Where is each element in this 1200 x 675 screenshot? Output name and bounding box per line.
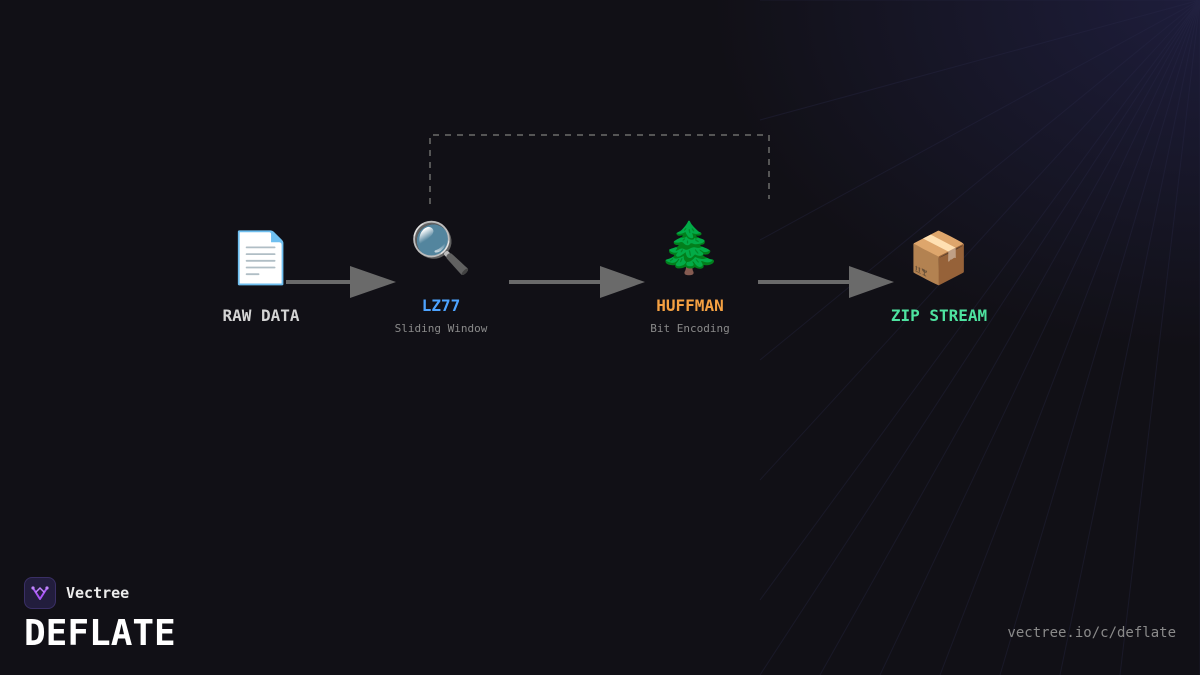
edge-raw-data-to-lz77 <box>286 266 396 298</box>
node-label-huffman: HUFFMAN <box>656 296 724 315</box>
magnifier-icon: 🔍 <box>409 219 473 277</box>
node-raw-data: 📄 RAW DATA <box>222 228 299 326</box>
node-label-zip-stream: ZIP STREAM <box>890 306 988 325</box>
node-zip-stream: 📦 ZIP STREAM <box>891 228 987 326</box>
node-label-raw-data: RAW DATA <box>222 306 300 325</box>
edge-huffman-to-zip-stream <box>758 266 894 298</box>
brand-name: Vectree <box>66 584 130 602</box>
source-url: vectree.io/c/deflate <box>1007 625 1176 641</box>
page-title: DEFLATE <box>24 613 176 654</box>
package-icon: 📦 <box>907 229 971 287</box>
page-icon: 📄 <box>229 229 293 287</box>
edge-lz77-to-huffman <box>509 266 645 298</box>
node-label-lz77: LZ77 <box>421 296 461 315</box>
node-sublabel-huffman: Bit Encoding <box>650 322 730 335</box>
tree-icon: 🌲 <box>658 219 722 277</box>
node-lz77: 🔍 LZ77 Sliding Window <box>395 218 488 336</box>
node-huffman: 🌲 HUFFMAN Bit Encoding <box>650 218 729 336</box>
dashed-loop-edge <box>429 134 770 204</box>
vectree-logo-icon <box>24 577 56 609</box>
brand: Vectree <box>24 577 129 609</box>
node-sublabel-lz77: Sliding Window <box>394 322 488 335</box>
